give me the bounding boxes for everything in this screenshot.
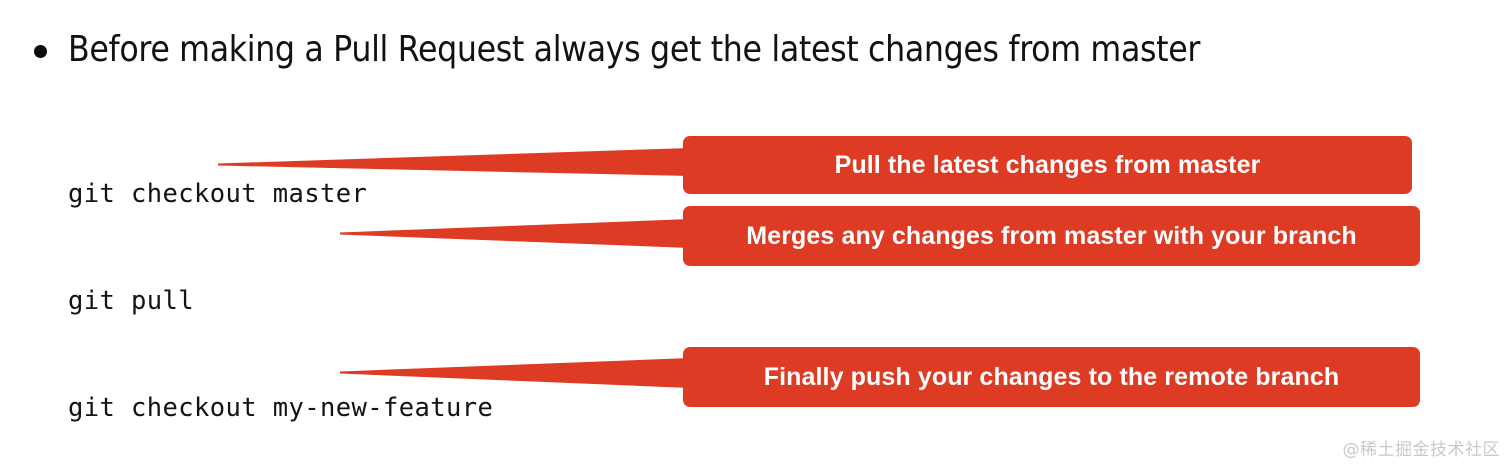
wedge-shape [340, 219, 690, 248]
callout-pull-latest: Pull the latest changes from master [683, 136, 1412, 194]
wedge-shape [218, 148, 690, 176]
watermark: @稀土掘金技术社区 [1342, 440, 1500, 460]
callout-push-changes: Finally push your changes to the remote … [683, 347, 1420, 407]
code-line: git checkout master [68, 179, 368, 210]
code-line: git pull [68, 285, 195, 316]
code-line: git checkout my-new-feature [68, 392, 494, 423]
wedge-shape [340, 358, 690, 388]
callout-label: Pull the latest changes from master [834, 150, 1261, 179]
code-block: git checkout master git pull git checkou… [68, 106, 730, 468]
callout-merge-changes: Merges any changes from master with your… [683, 206, 1420, 266]
page-title: Before making a Pull Request always get … [68, 29, 1201, 70]
callout-label: Finally push your changes to the remote … [763, 362, 1340, 391]
bullet-dot-icon [34, 45, 47, 58]
callout-label: Merges any changes from master with your… [746, 221, 1357, 250]
heading-bullet-row: Before making a Pull Request always get … [30, 24, 1290, 82]
